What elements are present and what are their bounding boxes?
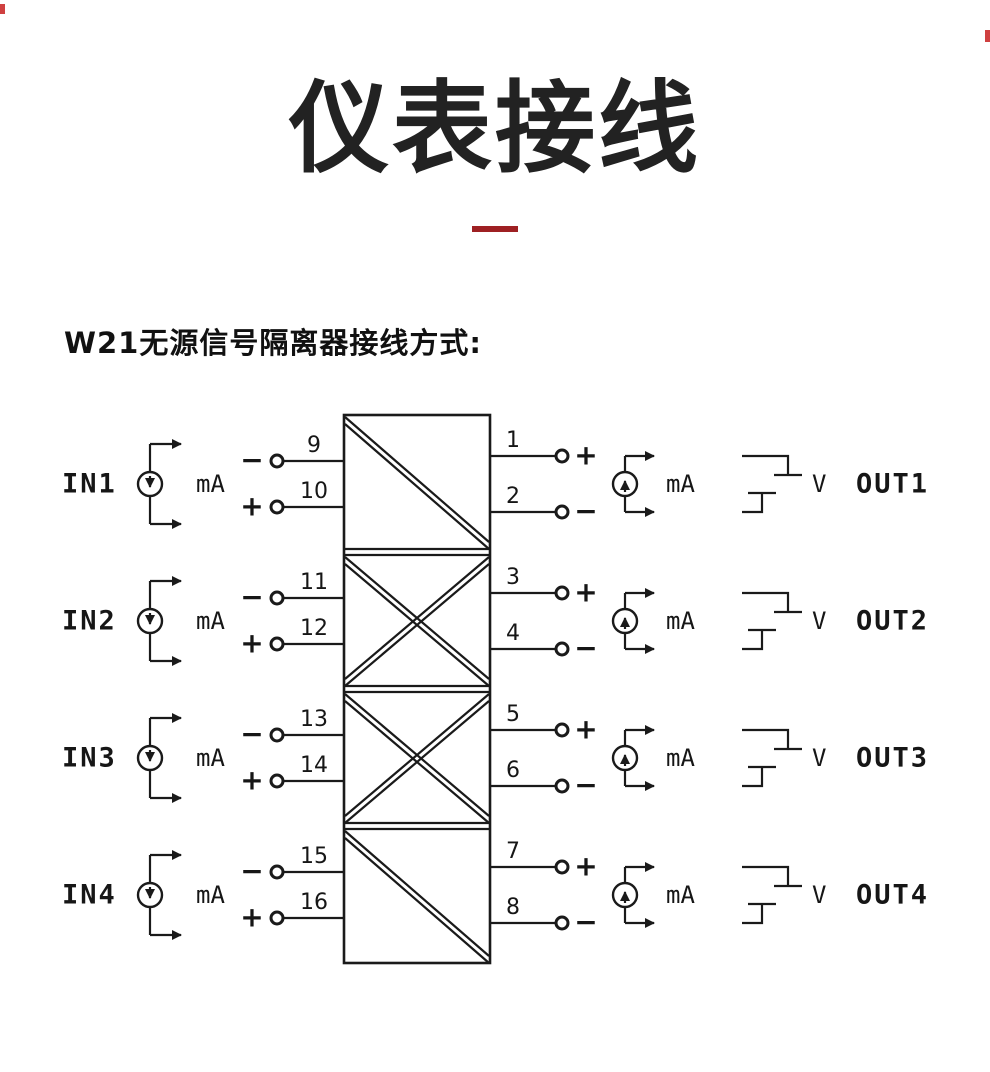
terminal-number: 4 (506, 621, 520, 646)
input-unit-label: mA (196, 881, 225, 909)
terminal-number: 5 (506, 702, 520, 727)
output-current-source-symbol (611, 725, 655, 791)
isolation-diagonal (344, 830, 490, 964)
output-current-source-symbol (611, 862, 655, 928)
input-channel-label: IN4 (62, 880, 117, 911)
terminal-circle (554, 778, 570, 794)
output-unit-label: mA (666, 607, 695, 635)
output-negative-sign: − (574, 769, 597, 802)
output-negative-sign: − (574, 632, 597, 665)
terminal-circle (554, 585, 570, 601)
input-negative-sign: − (240, 444, 263, 477)
terminal-number: 10 (300, 479, 328, 504)
input-channel-label: IN1 (62, 469, 117, 500)
isolator-box (342, 413, 492, 965)
terminal-circle (554, 859, 570, 875)
input-unit-label: mA (196, 744, 225, 772)
input-negative-sign: − (240, 581, 263, 614)
input-negative-sign: − (240, 855, 263, 888)
output-positive-sign: + (574, 850, 597, 883)
isolation-diagonal (344, 693, 490, 824)
screenshot-artifact (0, 4, 5, 14)
terminal-circle (554, 722, 570, 738)
terminal-number: 14 (300, 753, 328, 778)
terminal-number: 16 (300, 890, 328, 915)
input-unit-label: mA (196, 607, 225, 635)
page-title: 仪表接线 (289, 70, 701, 187)
output-channel-label: OUT4 (856, 880, 929, 911)
isolation-diagonal (344, 556, 490, 687)
input-current-source-symbol (136, 850, 182, 940)
terminal-circle (269, 590, 285, 606)
input-positive-sign: + (240, 627, 263, 660)
terminal-circle (269, 636, 285, 652)
terminal-number: 11 (300, 570, 328, 595)
output-positive-sign: + (574, 713, 597, 746)
channel-2: IN2 mA − + 11 12 3 4 + (62, 565, 929, 666)
input-positive-sign: + (240, 490, 263, 523)
terminal-circle (269, 773, 285, 789)
channel-1: IN1 mA − + 9 10 1 2 + (62, 428, 929, 529)
terminal-number: 2 (506, 484, 520, 509)
isolator-outline (342, 413, 492, 965)
voltage-label: V (812, 881, 826, 909)
terminal-number: 6 (506, 758, 520, 783)
output-current-source-symbol (611, 588, 655, 654)
input-current-source-symbol (136, 576, 182, 666)
input-positive-sign: + (240, 764, 263, 797)
terminal-circle (269, 499, 285, 515)
input-channel-label: IN3 (62, 743, 117, 774)
terminal-circle (554, 915, 570, 931)
voltage-output-symbol (742, 454, 802, 514)
divider-bar (472, 226, 518, 232)
output-current-source-symbol (611, 451, 655, 517)
terminal-circle (554, 641, 570, 657)
terminal-number: 9 (307, 433, 321, 458)
terminal-circle (554, 448, 570, 464)
voltage-label: V (812, 744, 826, 772)
channel-3: IN3 mA − + 13 14 5 6 + (62, 702, 929, 803)
terminal-circle (269, 727, 285, 743)
output-negative-sign: − (574, 906, 597, 939)
voltage-label: V (812, 470, 826, 498)
voltage-output-symbol (742, 728, 802, 788)
output-channel-label: OUT2 (856, 606, 929, 637)
terminal-number: 13 (300, 707, 328, 732)
input-negative-sign: − (240, 718, 263, 751)
isolation-diagonal (344, 416, 490, 550)
output-unit-label: mA (666, 881, 695, 909)
diagram-caption: W21无源信号隔离器接线方式: (64, 326, 482, 360)
output-channel-label: OUT1 (856, 469, 929, 500)
terminal-circle (269, 864, 285, 880)
output-unit-label: mA (666, 470, 695, 498)
terminal-circle (269, 453, 285, 469)
output-positive-sign: + (574, 439, 597, 472)
terminal-number: 15 (300, 844, 328, 869)
voltage-output-symbol (742, 591, 802, 651)
terminal-number: 3 (506, 565, 520, 590)
screenshot-artifact (985, 30, 990, 42)
voltage-label: V (812, 607, 826, 635)
channel-4: IN4 mA − + 15 16 7 8 + (62, 839, 929, 940)
output-negative-sign: − (574, 495, 597, 528)
input-current-source-symbol (136, 439, 182, 529)
title-divider (472, 226, 518, 232)
terminal-number: 1 (506, 428, 520, 453)
terminal-circle (554, 504, 570, 520)
terminal-number: 8 (506, 895, 520, 920)
terminal-number: 7 (506, 839, 520, 864)
output-positive-sign: + (574, 576, 597, 609)
input-positive-sign: + (240, 901, 263, 934)
output-unit-label: mA (666, 744, 695, 772)
input-unit-label: mA (196, 470, 225, 498)
input-channel-label: IN2 (62, 606, 117, 637)
terminal-circle (269, 910, 285, 926)
terminal-number: 12 (300, 616, 328, 641)
input-current-source-symbol (136, 713, 182, 803)
output-channel-label: OUT3 (856, 743, 929, 774)
voltage-output-symbol (742, 865, 802, 925)
